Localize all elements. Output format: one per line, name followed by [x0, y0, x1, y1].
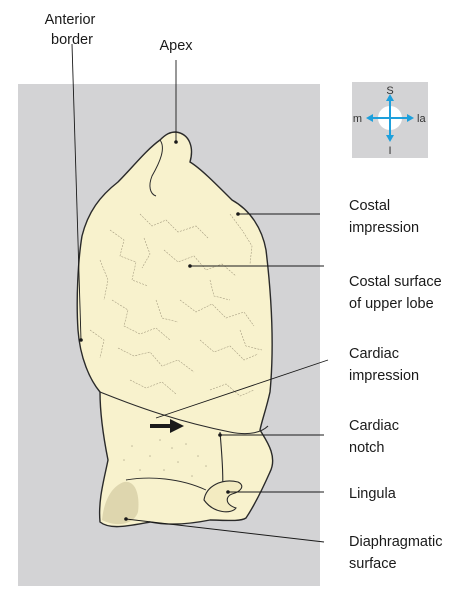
label-cardiac-notch: Cardiac notch — [349, 418, 403, 456]
compass-superior: S — [386, 85, 393, 97]
label-anterior-border: Anterior border — [45, 12, 100, 48]
label-apex: Apex — [159, 38, 193, 54]
label-costal-surface: Costal surface of upper lobe — [349, 274, 446, 312]
compass-medial: m — [353, 113, 362, 125]
orientation-compass: S I m la — [352, 82, 428, 158]
compass-lateral: la — [417, 113, 426, 125]
label-costal-impression: Costal impression — [349, 198, 419, 236]
label-cardiac-impression: Cardiac impression — [349, 346, 419, 384]
label-lingula: Lingula — [349, 486, 397, 502]
compass-inferior: I — [388, 145, 391, 157]
label-diaphragmatic-surface: Diaphragmatic surface — [349, 534, 447, 572]
